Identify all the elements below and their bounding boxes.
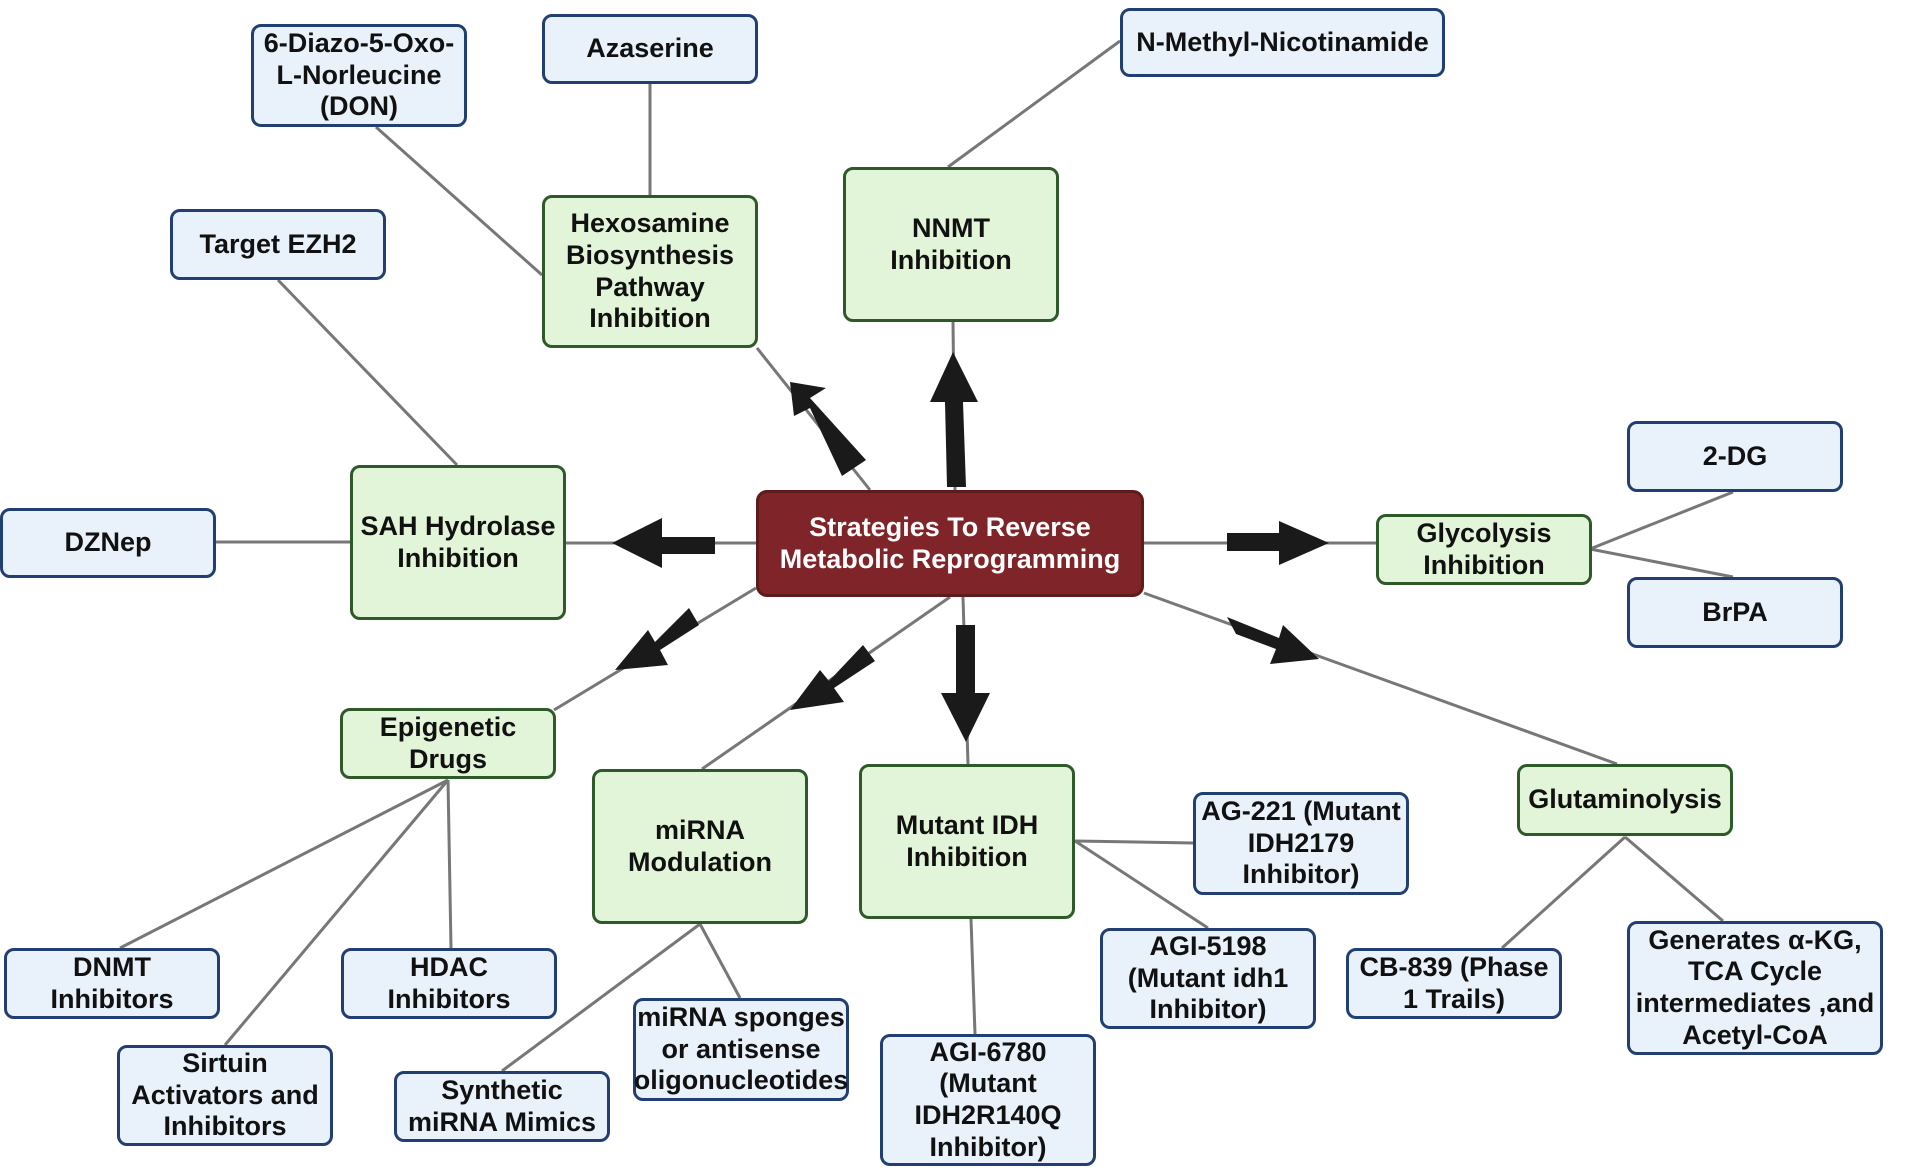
node-glutaminolysis-label: Glutaminolysis xyxy=(1528,784,1722,815)
connector-sah-ezh2 xyxy=(276,278,459,467)
node-sah-hydrolase-inhibition-label: SAH Hydrolase Inhibition xyxy=(360,510,556,573)
arrow-to-sah xyxy=(612,518,715,568)
node-agi-5198: AGI-5198 (Mutant idh1 Inhibitor) xyxy=(1100,928,1316,1029)
node-sirtuin-modulators: Sirtuin Activators and Inhibitors xyxy=(117,1045,333,1146)
node-dnmt-inhibitors: DNMT Inhibitors xyxy=(4,948,220,1019)
connector-epigenetic-hdac xyxy=(446,779,453,949)
connector-nnmt-nmn xyxy=(947,39,1121,169)
connector-mirna-synthetic xyxy=(501,922,701,1073)
connector-center-hexosamine xyxy=(755,347,872,491)
node-alpha-kg-label: Generates α-KG, TCA Cycle intermediates … xyxy=(1635,924,1875,1050)
node-2-dg: 2-DG xyxy=(1627,421,1843,492)
node-alpha-kg: Generates α-KG, TCA Cycle intermediates … xyxy=(1627,921,1883,1055)
arrow-to-mirna xyxy=(790,645,875,710)
connector-glutaminolysis-alphakg xyxy=(1624,835,1724,923)
node-dznep-label: DZNep xyxy=(64,527,152,558)
connector-idh-agi6780 xyxy=(969,918,977,1035)
node-hdac-inhibitors: HDAC Inhibitors xyxy=(341,948,557,1019)
node-nnmt-inhibition-label: NNMT Inhibition xyxy=(890,212,1012,275)
node-azaserine: Azaserine xyxy=(542,14,758,84)
connector-epigenetic-sirtuin xyxy=(223,779,450,1046)
node-n-methyl-nicotinamide-label: N-Methyl-Nicotinamide xyxy=(1136,26,1429,57)
node-agi-6780-label: AGI-6780 (Mutant IDH2R140Q Inhibitor) xyxy=(914,1036,1062,1162)
node-glycolysis-inhibition: Glycolysis Inhibition xyxy=(1376,514,1592,585)
node-synthetic-mirna-mimics-label: Synthetic miRNA Mimics xyxy=(407,1074,597,1137)
node-don-label: 6-Diazo-5-Oxo- L-Norleucine (DON) xyxy=(263,28,455,122)
connector-center-glutaminolysis xyxy=(1143,591,1618,766)
arrow-to-glycolysis xyxy=(1227,521,1329,565)
node-target-ezh2: Target EZH2 xyxy=(170,209,386,280)
node-dznep: DZNep xyxy=(0,508,216,578)
node-hdac-inhibitors-label: HDAC Inhibitors xyxy=(387,951,511,1014)
node-epigenetic-drugs-label: Epigenetic Drugs xyxy=(379,711,517,774)
node-glycolysis-inhibition-label: Glycolysis Inhibition xyxy=(1416,517,1552,580)
connector-idh-agi5198 xyxy=(1074,839,1209,930)
connector-hexosamine-don xyxy=(375,125,543,277)
node-cb-839-label: CB-839 (Phase 1 Trails) xyxy=(1359,951,1549,1014)
arrow-to-idh xyxy=(941,625,990,742)
central-node-label: Strategies To Reverse Metabolic Reprogra… xyxy=(779,511,1121,574)
node-don: 6-Diazo-5-Oxo- L-Norleucine (DON) xyxy=(251,24,467,127)
node-2-dg-label: 2-DG xyxy=(1702,440,1768,471)
node-n-methyl-nicotinamide: N-Methyl-Nicotinamide xyxy=(1120,8,1445,77)
node-agi-6780: AGI-6780 (Mutant IDH2R140Q Inhibitor) xyxy=(880,1034,1096,1166)
node-ag-221-label: AG-221 (Mutant IDH2179 Inhibitor) xyxy=(1201,796,1401,890)
node-ag-221: AG-221 (Mutant IDH2179 Inhibitor) xyxy=(1193,792,1409,895)
node-agi-5198-label: AGI-5198 (Mutant idh1 Inhibitor) xyxy=(1127,931,1289,1025)
node-epigenetic-drugs: Epigenetic Drugs xyxy=(340,708,556,779)
node-hexosamine-inhibition: Hexosamine Biosynthesis Pathway Inhibiti… xyxy=(542,195,758,348)
node-mirna-modulation: miRNA Modulation xyxy=(592,769,808,924)
node-nnmt-inhibition: NNMT Inhibition xyxy=(843,167,1059,322)
node-brpa: BrPA xyxy=(1627,577,1843,648)
node-synthetic-mirna-mimics: Synthetic miRNA Mimics xyxy=(394,1071,610,1142)
connector-glycolysis-2dg xyxy=(1589,490,1734,551)
node-hexosamine-inhibition-label: Hexosamine Biosynthesis Pathway Inhibiti… xyxy=(565,208,735,334)
node-mirna-modulation-label: miRNA Modulation xyxy=(628,814,772,877)
node-mutant-idh-inhibition: Mutant IDH Inhibition xyxy=(859,764,1075,919)
node-cb-839: CB-839 (Phase 1 Trails) xyxy=(1346,948,1562,1019)
connector-mirna-sponges xyxy=(698,923,742,999)
connector-idh-ag221 xyxy=(1074,839,1194,845)
connector-glutaminolysis-cb839 xyxy=(1500,835,1627,950)
central-node: Strategies To Reverse Metabolic Reprogra… xyxy=(756,490,1144,597)
node-sirtuin-modulators-label: Sirtuin Activators and Inhibitors xyxy=(131,1048,319,1142)
node-target-ezh2-label: Target EZH2 xyxy=(199,228,357,259)
node-mirna-sponges-label: miRNA sponges or antisense oligonucleoti… xyxy=(633,1002,849,1096)
node-dnmt-inhibitors-label: DNMT Inhibitors xyxy=(50,951,174,1014)
node-mutant-idh-inhibition-label: Mutant IDH Inhibition xyxy=(895,809,1039,872)
node-brpa-label: BrPA xyxy=(1702,596,1768,627)
node-mirna-sponges: miRNA sponges or antisense oligonucleoti… xyxy=(633,998,849,1101)
arrow-to-glutaminolysis xyxy=(1227,617,1319,664)
connector-glycolysis-brpa xyxy=(1589,547,1734,579)
arrow-to-hexosamine xyxy=(790,382,866,476)
arrow-to-epigenetic xyxy=(615,608,699,670)
node-glutaminolysis: Glutaminolysis xyxy=(1517,764,1733,836)
node-azaserine-label: Azaserine xyxy=(586,33,714,64)
node-sah-hydrolase-inhibition: SAH Hydrolase Inhibition xyxy=(350,465,566,620)
arrow-to-nnmt xyxy=(930,352,978,487)
connector-epigenetic-dnmt xyxy=(119,778,449,950)
